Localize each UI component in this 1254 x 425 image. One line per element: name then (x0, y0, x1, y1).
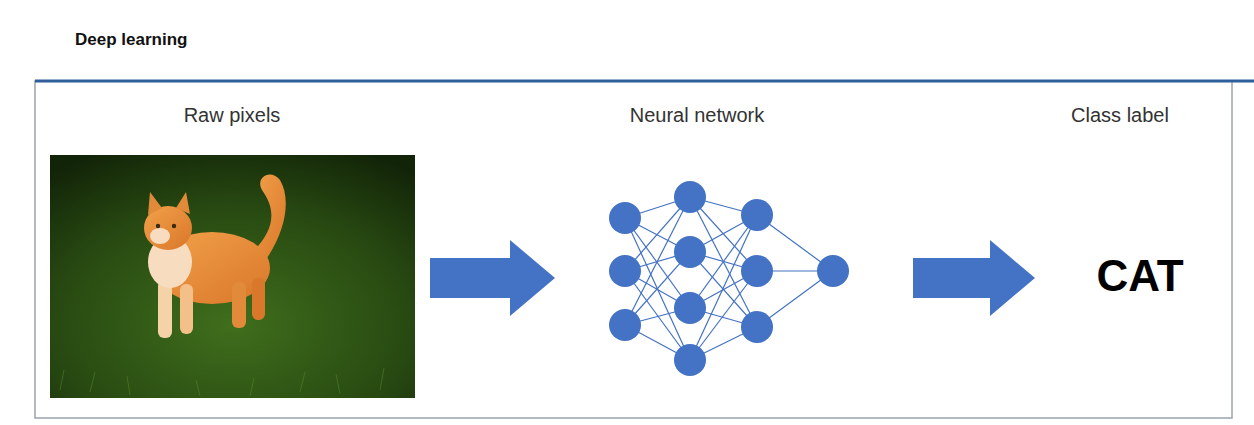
column-header: Class label (1071, 104, 1169, 127)
class-label: CAT (1096, 251, 1183, 301)
block-arrow (913, 240, 1035, 316)
neuron (609, 255, 641, 287)
frame-top-rule (35, 80, 1254, 83)
cat-photo (50, 155, 415, 398)
neuron (674, 292, 706, 324)
neural-network-icon (609, 181, 849, 376)
neuron (609, 309, 641, 341)
neuron (609, 202, 641, 234)
column-header: Neural network (630, 104, 765, 127)
frame (35, 81, 1232, 418)
neuron (674, 344, 706, 376)
diagram-title: Deep learning (75, 30, 187, 50)
neuron (674, 181, 706, 213)
neuron (674, 236, 706, 268)
block-arrow (430, 240, 555, 316)
neuron (817, 255, 849, 287)
neuron (741, 311, 773, 343)
neuron (741, 255, 773, 287)
network-link (625, 218, 690, 360)
column-header: Raw pixels (184, 104, 281, 127)
neuron (741, 199, 773, 231)
